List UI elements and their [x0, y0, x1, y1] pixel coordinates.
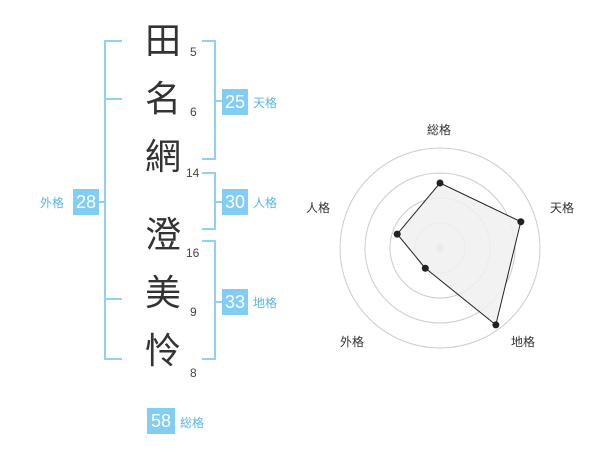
radar-axis-label-soukaku: 総格	[427, 123, 452, 137]
name-char-4: 澄	[144, 215, 181, 256]
chikaku-label: 地格	[253, 296, 278, 310]
jinkaku-value: 30	[222, 189, 248, 215]
stroke-count-6: 8	[190, 366, 197, 380]
tenkaku-label: 天格	[253, 96, 278, 110]
tenkaku-value: 25	[222, 89, 248, 115]
radar-point-5	[393, 230, 401, 238]
radar-chart	[339, 147, 541, 349]
gaikaku-bracket	[104, 40, 122, 360]
radar-axis-label-tenkaku: 天格	[550, 201, 575, 215]
jinkaku-bracket	[202, 172, 216, 230]
jinkaku-connector	[216, 201, 222, 203]
soukaku-value: 58	[147, 408, 175, 434]
jinkaku-label: 人格	[253, 196, 278, 210]
radar-point-2	[517, 218, 525, 226]
chikaku-connector	[216, 301, 222, 303]
radar-area	[393, 179, 525, 329]
radar-point-3	[492, 321, 500, 329]
name-char-6: 怜	[144, 331, 181, 372]
name-char-5: 美	[144, 273, 181, 314]
stroke-count-2: 6	[190, 105, 197, 119]
stroke-count-4: 16	[186, 246, 200, 260]
chikaku-value: 33	[222, 289, 248, 315]
radar-point-4	[421, 264, 429, 272]
stroke-count-1: 5	[190, 45, 197, 59]
radar-polygon	[396, 182, 522, 326]
soukaku-label: 総格	[180, 416, 205, 430]
gaikaku-bracket-tick-top	[104, 98, 122, 100]
tenkaku-connector	[216, 100, 222, 102]
gaikaku-value: 28	[73, 189, 99, 215]
radar-axis-label-gaikaku: 外格	[340, 335, 365, 349]
tenkaku-bracket	[202, 40, 216, 160]
radar-axis-label-chikaku: 地格	[511, 335, 536, 349]
gaikaku-label: 外格	[40, 196, 65, 210]
gaikaku-bracket-tick-bottom	[104, 298, 122, 300]
stroke-count-5: 9	[190, 305, 197, 319]
chikaku-bracket	[202, 240, 216, 360]
radar-axis-label-jinkaku: 人格	[306, 201, 331, 215]
radar-point-1	[436, 179, 444, 187]
name-char-3: 網	[144, 137, 181, 178]
name-char-2: 名	[144, 79, 181, 120]
radar-ring-4	[339, 147, 541, 349]
gaikaku-connector	[99, 201, 104, 203]
radar-ring-3	[364, 172, 516, 324]
stroke-count-3: 14	[186, 166, 200, 180]
name-char-1: 田	[144, 21, 181, 62]
